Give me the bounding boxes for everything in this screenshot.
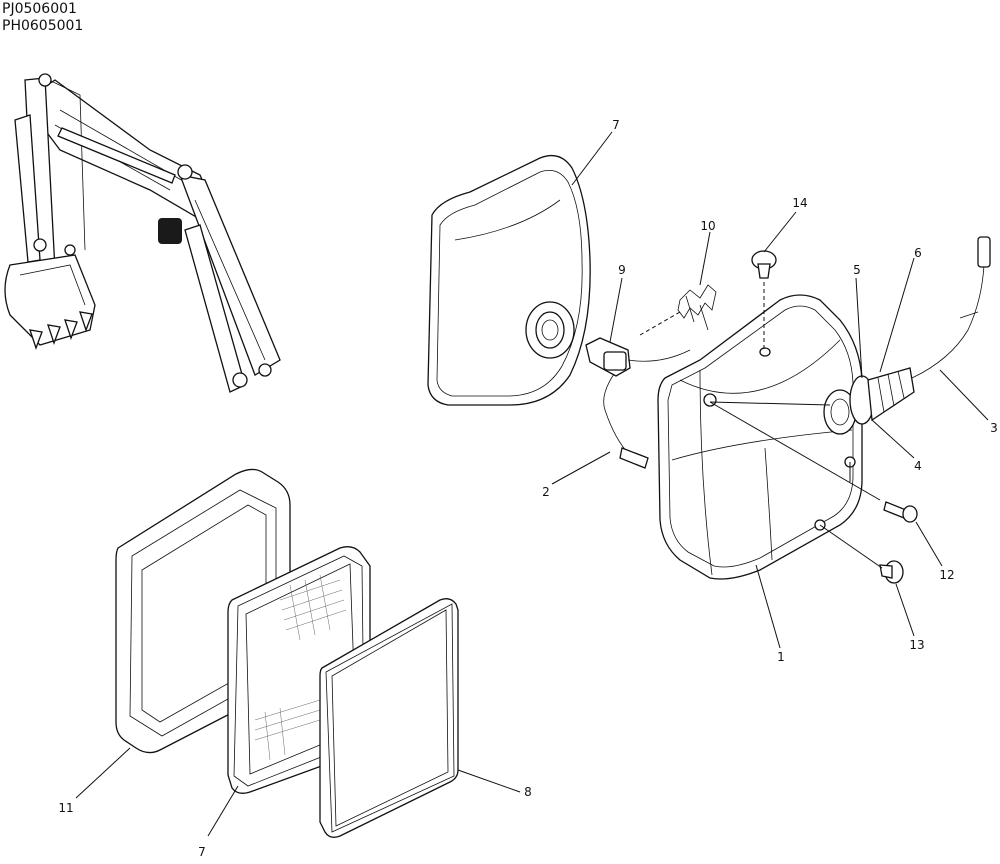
callout-4: 4 xyxy=(914,459,922,473)
callout-numbers: 7 14 10 9 5 6 3 4 2 1 12 13 11 7 8 xyxy=(58,118,997,859)
callout-5: 5 xyxy=(853,263,861,277)
callout-14: 14 xyxy=(792,196,807,210)
callout-8: 8 xyxy=(524,785,532,799)
leader-lines xyxy=(75,131,989,837)
screw xyxy=(883,501,918,523)
bulb-and-harness xyxy=(585,337,691,469)
callout-7-top: 7 xyxy=(612,118,620,132)
callout-2: 2 xyxy=(542,485,550,499)
drawing-codes: PJ0506001 PH0605001 xyxy=(2,1,83,35)
push-rivet-top xyxy=(751,250,777,279)
callout-12: 12 xyxy=(939,568,954,582)
seal-frame xyxy=(319,598,459,838)
drawing-code-2: PH0605001 xyxy=(2,18,84,34)
callout-1: 1 xyxy=(777,650,785,664)
callout-13: 13 xyxy=(909,638,924,652)
lamp-cover-top xyxy=(427,154,591,406)
callout-6: 6 xyxy=(914,246,922,260)
callout-10: 10 xyxy=(700,219,715,233)
lens-texture xyxy=(254,574,347,761)
lamp-body xyxy=(657,294,863,580)
excavator-locator-illustration xyxy=(4,73,281,393)
callout-11: 11 xyxy=(58,801,73,815)
callout-7-bottom: 7 xyxy=(198,845,206,859)
wire-clip xyxy=(677,284,717,331)
socket-and-cable xyxy=(823,236,991,435)
callout-9: 9 xyxy=(618,263,626,277)
lamp-location-highlight xyxy=(158,218,182,244)
drawing-code-1: PJ0506001 xyxy=(2,1,77,17)
callout-3: 3 xyxy=(990,421,998,435)
push-rivet-bottom xyxy=(879,560,904,584)
